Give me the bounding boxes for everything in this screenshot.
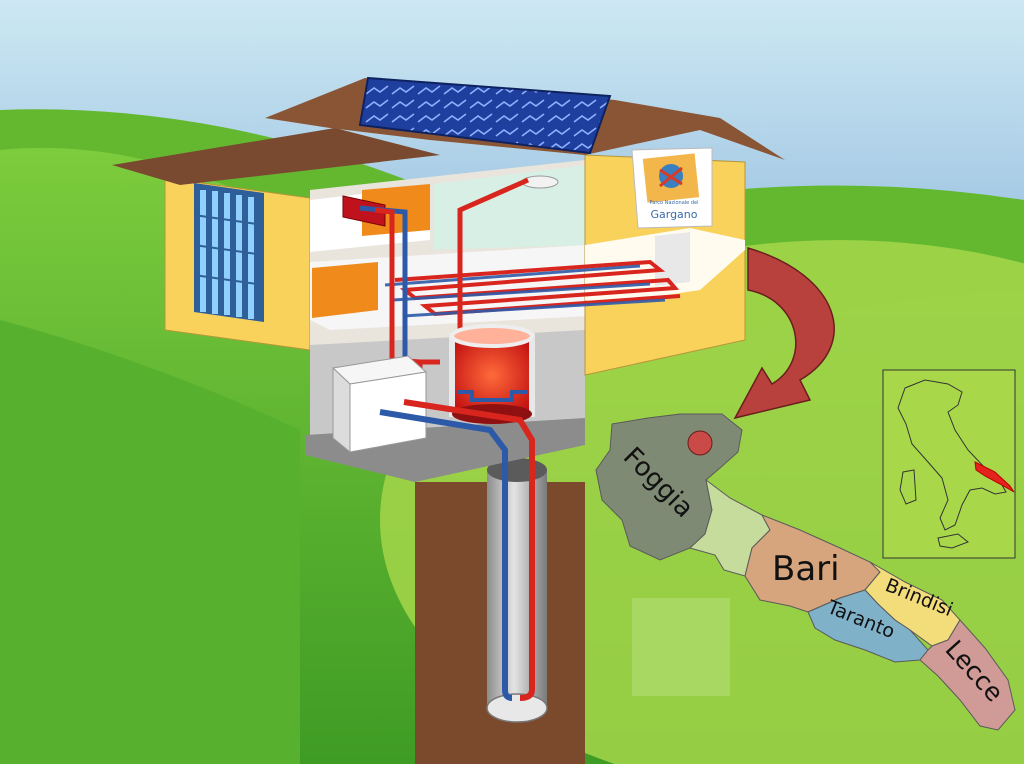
- logo-text: Gargano: [650, 208, 697, 221]
- italy-inset-map: [883, 370, 1015, 558]
- label-bari: Bari: [772, 549, 840, 589]
- gargano-logo: Parco Nazionale del Gargano: [632, 148, 712, 228]
- logo-subtext: Parco Nazionale del: [649, 200, 698, 206]
- borehole: [487, 470, 547, 708]
- middle-room-orange: [312, 262, 378, 318]
- window: [194, 183, 264, 322]
- faint-panel: [632, 598, 730, 696]
- gargano-marker: [688, 431, 712, 455]
- borehole-bottom: [487, 694, 547, 722]
